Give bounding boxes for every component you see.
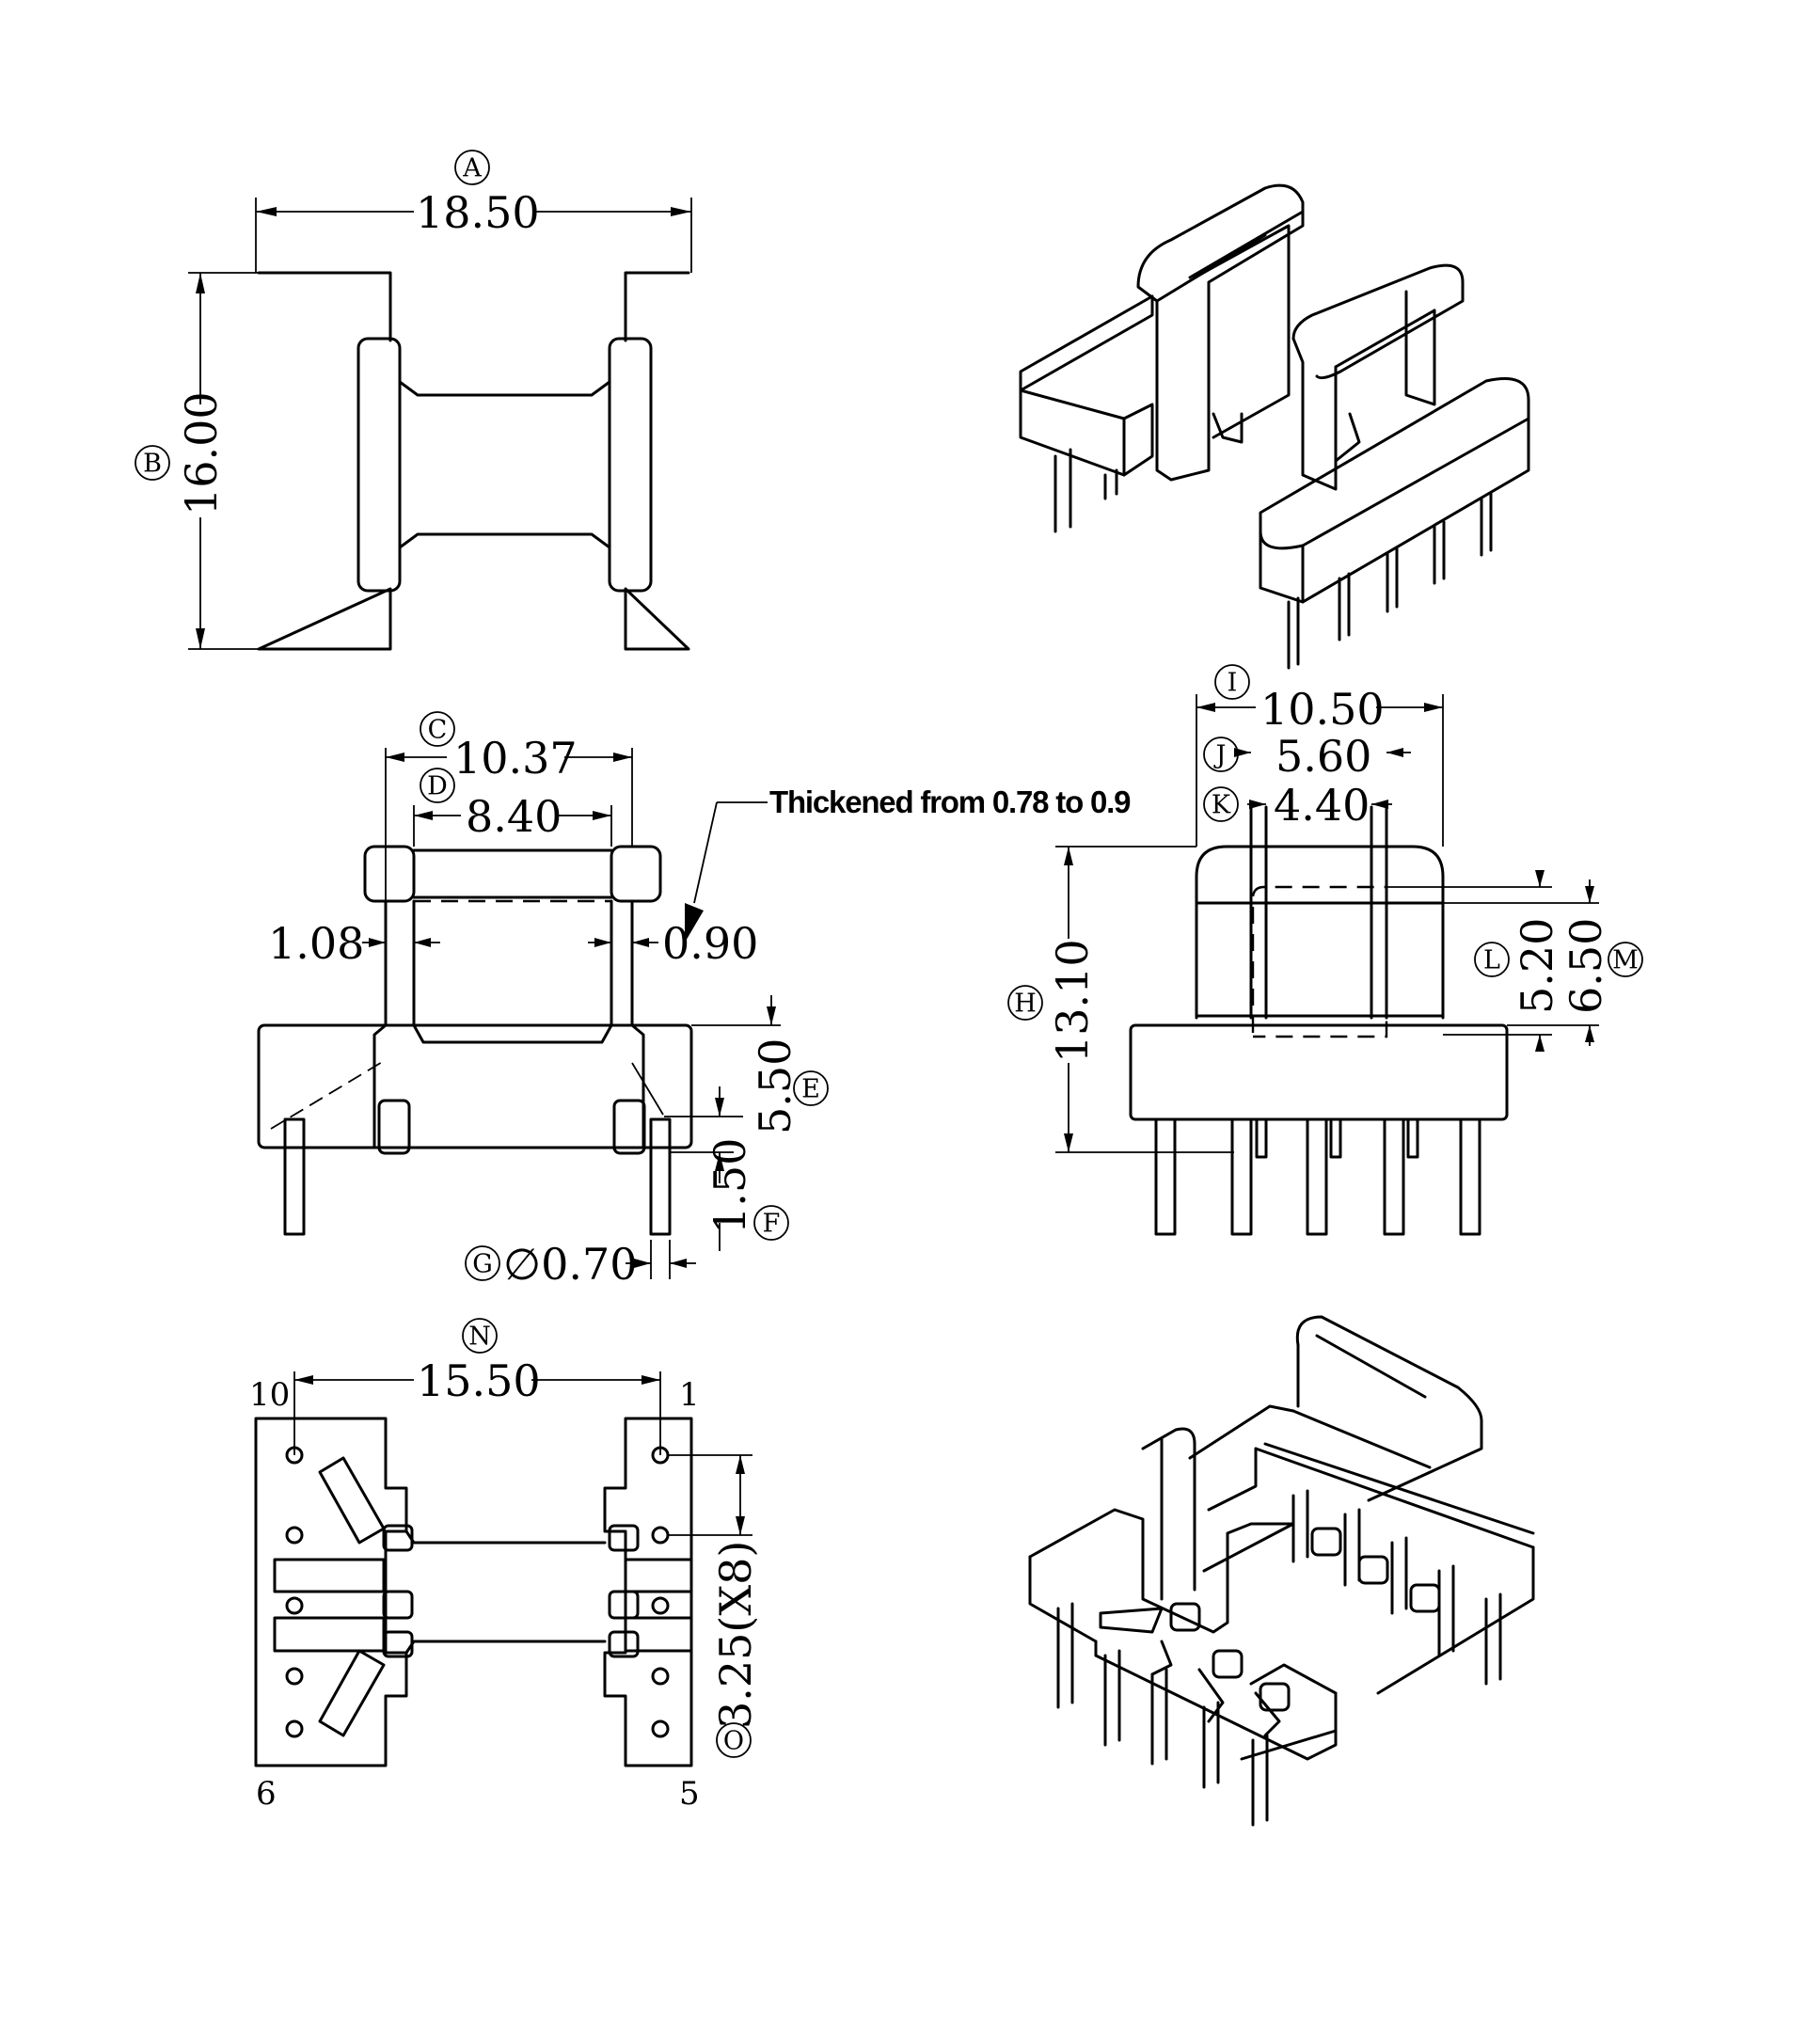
dim-b-letter: B <box>143 450 162 479</box>
top-view: A 18.50 B 16.00 <box>135 150 692 651</box>
dimension-g: G ∅0.70 <box>465 1239 696 1290</box>
pin-label-10: 10 <box>249 1376 290 1414</box>
dim-h-letter: H <box>1014 990 1037 1019</box>
dim-i-value: 10.50 <box>1260 684 1385 735</box>
dimension-b: B 16.00 <box>135 272 259 650</box>
dim-n-letter: N <box>468 1323 491 1352</box>
dim-c-letter: C <box>428 716 448 745</box>
dim-k-letter: K <box>1212 791 1231 820</box>
thickened-note: Thickened from 0.78 to 0.9 <box>769 784 1131 819</box>
dimension-e: E 5.50 <box>664 995 829 1134</box>
dimension-c: C 10.37 <box>385 711 633 1025</box>
dimension-k: K 4.40 <box>1203 780 1392 831</box>
dimension-n: N 15.50 <box>293 1318 661 1455</box>
iso-top-pins <box>1054 448 1493 670</box>
dim-j-value: 5.60 <box>1275 731 1371 782</box>
dim-wall-left: 1.08 <box>268 918 364 969</box>
dimension-a: A 18.50 <box>255 150 692 273</box>
dimension-j: J 5.60 <box>1203 731 1411 782</box>
front-view: C 10.37 D 8.40 1.08 0.90 <box>257 711 1132 1290</box>
isometric-view-bottom <box>1028 1315 1535 1827</box>
dimension-m: M 6.50 <box>1443 879 1643 1046</box>
dimension-d: D 8.40 <box>413 768 612 847</box>
dim-n-value: 15.50 <box>417 1355 541 1406</box>
dim-wall-right: 0.90 <box>662 918 758 969</box>
dim-h-value: 13.10 <box>1047 939 1098 1063</box>
dim-f-value: 1.50 <box>705 1138 755 1234</box>
pin-label-6: 6 <box>256 1775 277 1813</box>
dim-m-value: 6.50 <box>1560 918 1611 1014</box>
dim-l-letter: L <box>1483 946 1500 975</box>
dimension-wall-left: 1.08 <box>268 918 440 969</box>
dimension-i: I 10.50 <box>1196 664 1444 847</box>
dim-e-letter: E <box>801 1075 820 1104</box>
dim-k-value: 4.40 <box>1274 780 1370 831</box>
dim-a-value: 18.50 <box>416 187 540 238</box>
dim-g-letter: G <box>472 1250 493 1279</box>
iso-bottom-pins <box>1056 1489 1502 1827</box>
dimension-wall-right: 0.90 <box>588 918 758 969</box>
dimension-o: O 3.25(X8) <box>668 1454 761 1758</box>
side-pins <box>1154 1117 1481 1236</box>
dim-c-value: 10.37 <box>453 733 578 784</box>
dim-g-value: ∅0.70 <box>503 1239 638 1290</box>
dimension-l: L 5.20 <box>1386 870 1562 1052</box>
dim-a-letter: A <box>462 154 482 183</box>
dim-d-letter: D <box>427 772 448 801</box>
pcb-holes <box>285 1446 670 1738</box>
dimension-h: H 13.10 <box>1007 846 1234 1153</box>
pin-label-5: 5 <box>679 1775 700 1813</box>
dim-l-value: 5.20 <box>1512 918 1562 1014</box>
pin-label-1: 1 <box>679 1376 700 1414</box>
isometric-view-top <box>1019 183 1530 670</box>
dim-f-letter: F <box>763 1210 781 1239</box>
dim-d-value: 8.40 <box>466 791 562 842</box>
dim-o-letter: O <box>723 1727 744 1756</box>
dimension-f: F 1.50 <box>670 1138 789 1251</box>
dim-j-letter: J <box>1213 741 1227 770</box>
dim-e-value: 5.50 <box>750 1038 800 1134</box>
thickened-note-callout: Thickened from 0.78 to 0.9 <box>685 784 1132 943</box>
dim-i-letter: I <box>1228 669 1238 698</box>
dim-o-value: 3.25(X8) <box>710 1541 761 1729</box>
dim-b-value: 16.00 <box>176 391 227 515</box>
bottom-view: N 15.50 O 3.25(X8) 10 1 6 5 <box>249 1318 761 1813</box>
dim-m-letter: M <box>1612 946 1639 975</box>
side-view: H 13.10 I 10.50 J 5.60 <box>1007 664 1643 1236</box>
